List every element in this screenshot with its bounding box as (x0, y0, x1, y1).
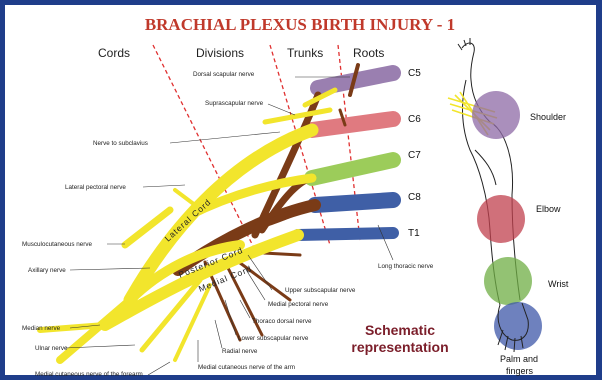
label-radial: Radial nerve (222, 348, 258, 355)
header-cords: Cords (98, 46, 130, 60)
label-lateral-pectoral: Lateral pectoral nerve (65, 184, 126, 191)
label-long-thoracic: Long thoracic nerve (378, 263, 434, 270)
root-t1 (298, 233, 393, 235)
label-median: Median nerve (22, 325, 61, 332)
diagram-title: BRACHIAL PLEXUS BIRTH INJURY - 1 (145, 15, 455, 34)
elbow-circle (477, 195, 525, 243)
root-label-c7: C7 (408, 150, 421, 161)
root-c6 (312, 119, 393, 130)
root-label-c5: C5 (408, 68, 421, 79)
palm-circle (494, 302, 542, 350)
label-musculocutaneous: Musculocutaneous nerve (22, 241, 93, 248)
schematic-line-2: representation (351, 339, 448, 355)
root-label-c6: C6 (408, 114, 421, 125)
label-elbow: Elbow (536, 204, 561, 214)
label-upper-subscapular: Upper subscapular nerve (285, 287, 356, 294)
label-palm: Palm and (500, 354, 538, 364)
root-c7 (312, 160, 393, 178)
label-medial-cutaneous-arm: Medial cutaneous nerve of the arm (198, 364, 295, 371)
header-trunks: Trunks (287, 46, 323, 60)
label-shoulder: Shoulder (530, 112, 566, 122)
label-fingers: fingers (506, 366, 534, 376)
shoulder-circle (472, 91, 520, 139)
label-wrist: Wrist (548, 279, 569, 289)
header-roots: Roots (353, 46, 384, 60)
label-suprascapular: Suprascapular nerve (205, 100, 264, 107)
header-divisions: Divisions (196, 46, 244, 60)
lateral-cord-label: Lateral Cord (163, 197, 213, 244)
label-dorsal-scapular: Dorsal scapular nerve (193, 71, 255, 78)
label-lower-subscapular: Lower subscapular nerve (238, 335, 309, 342)
root-label-t1: T1 (408, 228, 420, 239)
label-thoraco-dorsal: Thoraco dorsal nerve (252, 318, 312, 325)
label-nerve-to-subclavius: Nerve to subclavius (93, 140, 148, 147)
wrist-circle (484, 257, 532, 305)
root-c8 (315, 200, 393, 205)
label-medial-cutaneous-forearm: Medial cutaneous nerve of the forearm (35, 371, 143, 378)
schematic-line-1: Schematic (365, 322, 435, 338)
label-axillary: Axillary nerve (28, 267, 66, 274)
root-label-c8: C8 (408, 192, 421, 203)
label-ulnar: Ulnar nerve (35, 345, 68, 352)
label-medial-pectoral: Medial pectoral nerve (268, 301, 329, 308)
